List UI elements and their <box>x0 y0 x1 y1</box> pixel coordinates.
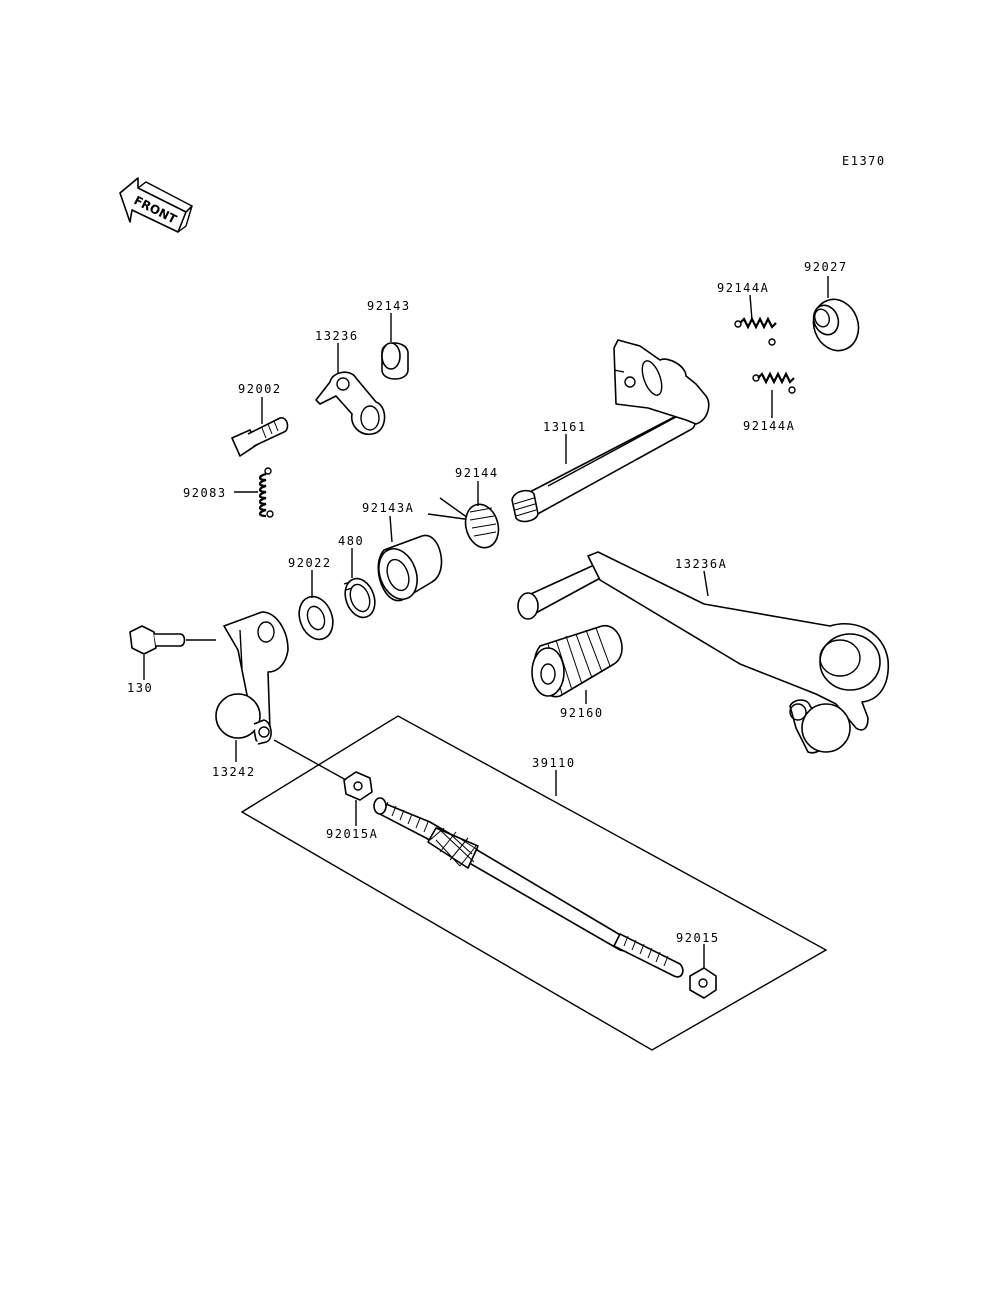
part-13236A-pedal <box>517 551 889 754</box>
label-92083: 92083 <box>183 486 227 500</box>
label-13236A: 13236A <box>675 557 727 571</box>
label-92022: 92022 <box>288 556 332 570</box>
part-39110-tie-rod-assembly <box>240 715 828 1051</box>
part-92144A-spring-top <box>734 316 777 346</box>
label-92143A: 92143A <box>362 501 414 515</box>
part-92015A-nut <box>343 771 373 801</box>
label-92015A: 92015A <box>326 827 378 841</box>
label-39110: 39110 <box>532 756 576 770</box>
part-92160-rubber <box>531 625 623 698</box>
part-92143-collar <box>381 342 409 380</box>
part-480-circlip <box>343 577 376 619</box>
label-13236: 13236 <box>315 329 359 343</box>
part-92144-torsion-spring <box>427 497 500 549</box>
label-92144A-bottom: 92144A <box>743 419 795 433</box>
part-13236-link <box>315 371 386 436</box>
label-92015: 92015 <box>676 931 720 945</box>
part-92144A-spring-bottom <box>752 371 796 394</box>
label-92144A-top: 92144A <box>717 281 769 295</box>
part-92002-bolt <box>231 417 289 457</box>
part-92015-nut <box>689 967 717 999</box>
part-92143A-collar <box>377 534 443 602</box>
label-92143: 92143 <box>367 299 411 313</box>
diagram-ref-code: E1370 <box>842 154 886 168</box>
part-92027-seal <box>812 298 860 352</box>
part-92083-spring <box>258 467 274 518</box>
label-480: 480 <box>338 534 364 548</box>
label-130: 130 <box>127 681 153 695</box>
part-13242-shift-lever <box>215 611 289 745</box>
label-13242: 13242 <box>212 765 256 779</box>
label-92027: 92027 <box>804 260 848 274</box>
part-92022-washer <box>298 595 334 641</box>
part-13161-shift-shaft <box>511 339 710 523</box>
part-130-bolt <box>129 625 216 655</box>
front-arrow-icon: FRONT <box>119 177 194 233</box>
label-92160: 92160 <box>560 706 604 720</box>
label-92002: 92002 <box>238 382 282 396</box>
label-13161: 13161 <box>543 420 587 434</box>
label-92144: 92144 <box>455 466 499 480</box>
